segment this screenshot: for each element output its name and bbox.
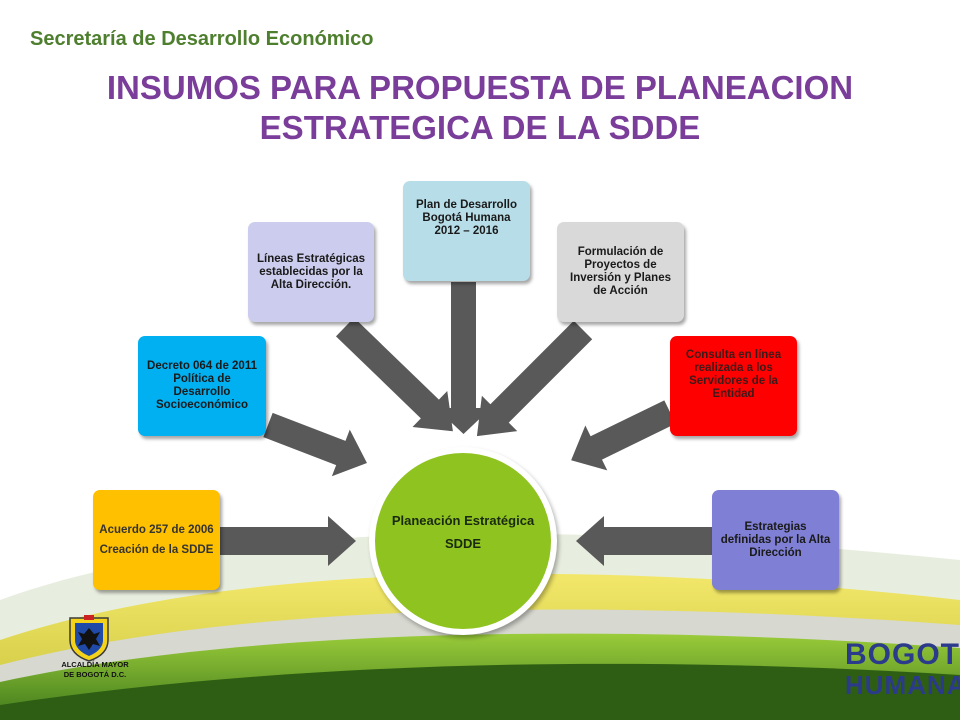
center-line-2: SDDE bbox=[444, 536, 482, 551]
alcaldia-label: ALCALDÍA MAYOR DE BOGOTÁ D.C. bbox=[40, 660, 150, 680]
decreto-text: Decreto 064 de 2011 Política de Desarrol… bbox=[147, 360, 257, 411]
plan-text: Plan de Desarrollo Bogotá Humana 2012 – … bbox=[416, 198, 517, 237]
box-consulta: Consulta en línea realizada a los Servid… bbox=[670, 336, 797, 436]
box-plan: Plan de Desarrollo Bogotá Humana 2012 – … bbox=[403, 181, 530, 281]
arrow-consulta bbox=[571, 400, 676, 471]
organization-name: Secretaría de Desarrollo Económico bbox=[30, 28, 374, 50]
center-circle: Planeación Estratégica SDDE bbox=[369, 447, 557, 635]
title-line-1: INSUMOS PARA PROPUESTA DE PLANEACION bbox=[106, 69, 854, 106]
coat-of-arms-icon bbox=[69, 615, 109, 662]
box-estrategias: Estrategias definidas por la Alta Direcc… bbox=[712, 490, 839, 590]
box-acuerdo: Acuerdo 257 de 2006 Creación de la SDDE bbox=[93, 490, 220, 590]
logo-line-2: HUMANA bbox=[845, 670, 960, 700]
title-line-2: ESTRATEGICA DE LA SDDE bbox=[259, 109, 701, 146]
box-decreto: Decreto 064 de 2011 Política de Desarrol… bbox=[138, 336, 266, 436]
consulta-text: Consulta en línea realizada a los Servid… bbox=[685, 349, 782, 400]
arrow-lineas bbox=[335, 317, 453, 432]
arrow-formulacion bbox=[476, 320, 593, 437]
arrow-acuerdo bbox=[220, 516, 356, 566]
alcaldia-line-2: DE BOGOTÁ D.C. bbox=[63, 670, 127, 679]
formulacion-text: Formulación de Proyectos de Inversión y … bbox=[570, 246, 671, 297]
bogota-humana-logo: BOGOTÁ HUMANA bbox=[845, 638, 960, 701]
estrategias-text: Estrategias definidas por la Alta Direcc… bbox=[720, 520, 831, 559]
acuerdo-line-2: Creación de la SDDE bbox=[99, 543, 214, 556]
center-line-1: Planeación Estratégica bbox=[391, 513, 535, 528]
page-title: INSUMOS PARA PROPUESTA DE PLANEACION EST… bbox=[0, 68, 960, 148]
logo-line-1: BOGOTÁ bbox=[845, 638, 960, 671]
box-lineas: Líneas Estratégicas establecidas por la … bbox=[248, 222, 374, 322]
arrow-decreto bbox=[263, 412, 367, 477]
arrow-estrategias bbox=[576, 516, 712, 566]
arrow-plan bbox=[436, 282, 491, 434]
arrows bbox=[220, 282, 712, 566]
acuerdo-line-1: Acuerdo 257 de 2006 bbox=[99, 523, 214, 536]
lineas-text: Líneas Estratégicas establecidas por la … bbox=[256, 252, 366, 291]
box-formulacion: Formulación de Proyectos de Inversión y … bbox=[557, 222, 684, 322]
alcaldia-line-1: ALCALDÍA MAYOR bbox=[61, 660, 129, 669]
